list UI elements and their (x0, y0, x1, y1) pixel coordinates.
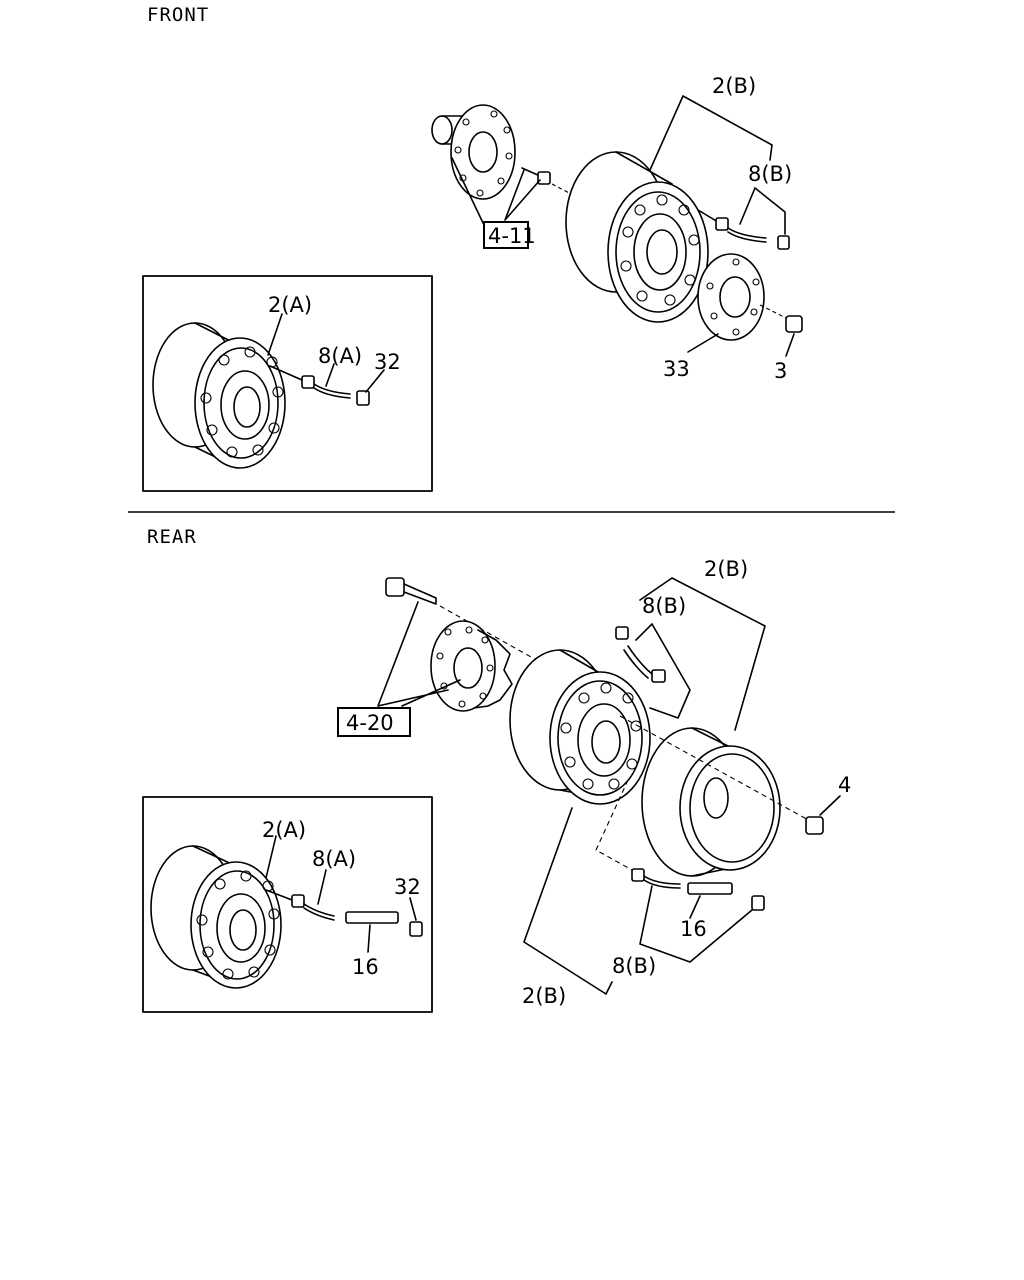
rear-ref-box: 4-20 (337, 601, 461, 737)
rear-valve-bottom: 16 8(B) (595, 779, 765, 978)
front-hub (431, 104, 516, 200)
rear-inset-extension-label: 16 (352, 955, 379, 979)
rear-wheel-bottom-label: 2(B) (522, 984, 566, 1008)
rear-wheel-top-label: 2(B) (704, 557, 748, 581)
rear-inner-wheel (509, 649, 651, 805)
front-wheel-label: 2(B) (712, 74, 756, 98)
rear-inset-valve-label: 8(A) (312, 847, 356, 871)
rear-valve-top-label: 8(B) (642, 594, 686, 618)
front-ref-label: 4-11 (488, 224, 536, 248)
rear-hub (430, 620, 513, 712)
front-valve-extension: 8(B) (697, 162, 792, 250)
front-wheel-callout: 2(B) (649, 74, 773, 171)
rear-ref-label: 4-20 (346, 711, 394, 735)
rear-hub-bolt (385, 577, 541, 663)
front-wheel (565, 151, 709, 323)
rear-valve-top: 8(B) (615, 594, 691, 719)
rear-inset: 2(A) 8(A) 32 16 (142, 796, 433, 1013)
rear-wheel-callout-bottom: 2(B) (522, 807, 613, 1008)
front-inset-wheel-label: 2(A) (268, 293, 312, 317)
front-inset: 2(A) 8(A) 32 (142, 275, 433, 492)
section-title-front: FRONT (147, 4, 209, 26)
front-nut-label: 3 (774, 359, 787, 383)
section-title-rear: REAR (147, 526, 197, 548)
front-ref-box: 4-11 (451, 157, 541, 249)
rear-inset-cap-label: 32 (394, 875, 421, 899)
rear-valve-bottom-label: 8(B) (612, 954, 656, 978)
rear-wheel-callout-top: 2(B) (639, 557, 766, 731)
front-inset-valve-label: 8(A) (318, 344, 362, 368)
rear-extension-label: 16 (680, 917, 707, 941)
rear-outer-wheel (619, 715, 813, 877)
front-nut: 3 (759, 304, 803, 383)
rear-inset-wheel-label: 2(A) (262, 818, 306, 842)
front-inset-cap-label: 32 (374, 350, 401, 374)
rear-nut-label: 4 (838, 773, 851, 797)
front-plate: 33 (663, 253, 765, 381)
front-plate-label: 33 (663, 357, 690, 381)
rear-nut: 4 (805, 773, 851, 835)
front-valve-label: 8(B) (748, 162, 792, 186)
